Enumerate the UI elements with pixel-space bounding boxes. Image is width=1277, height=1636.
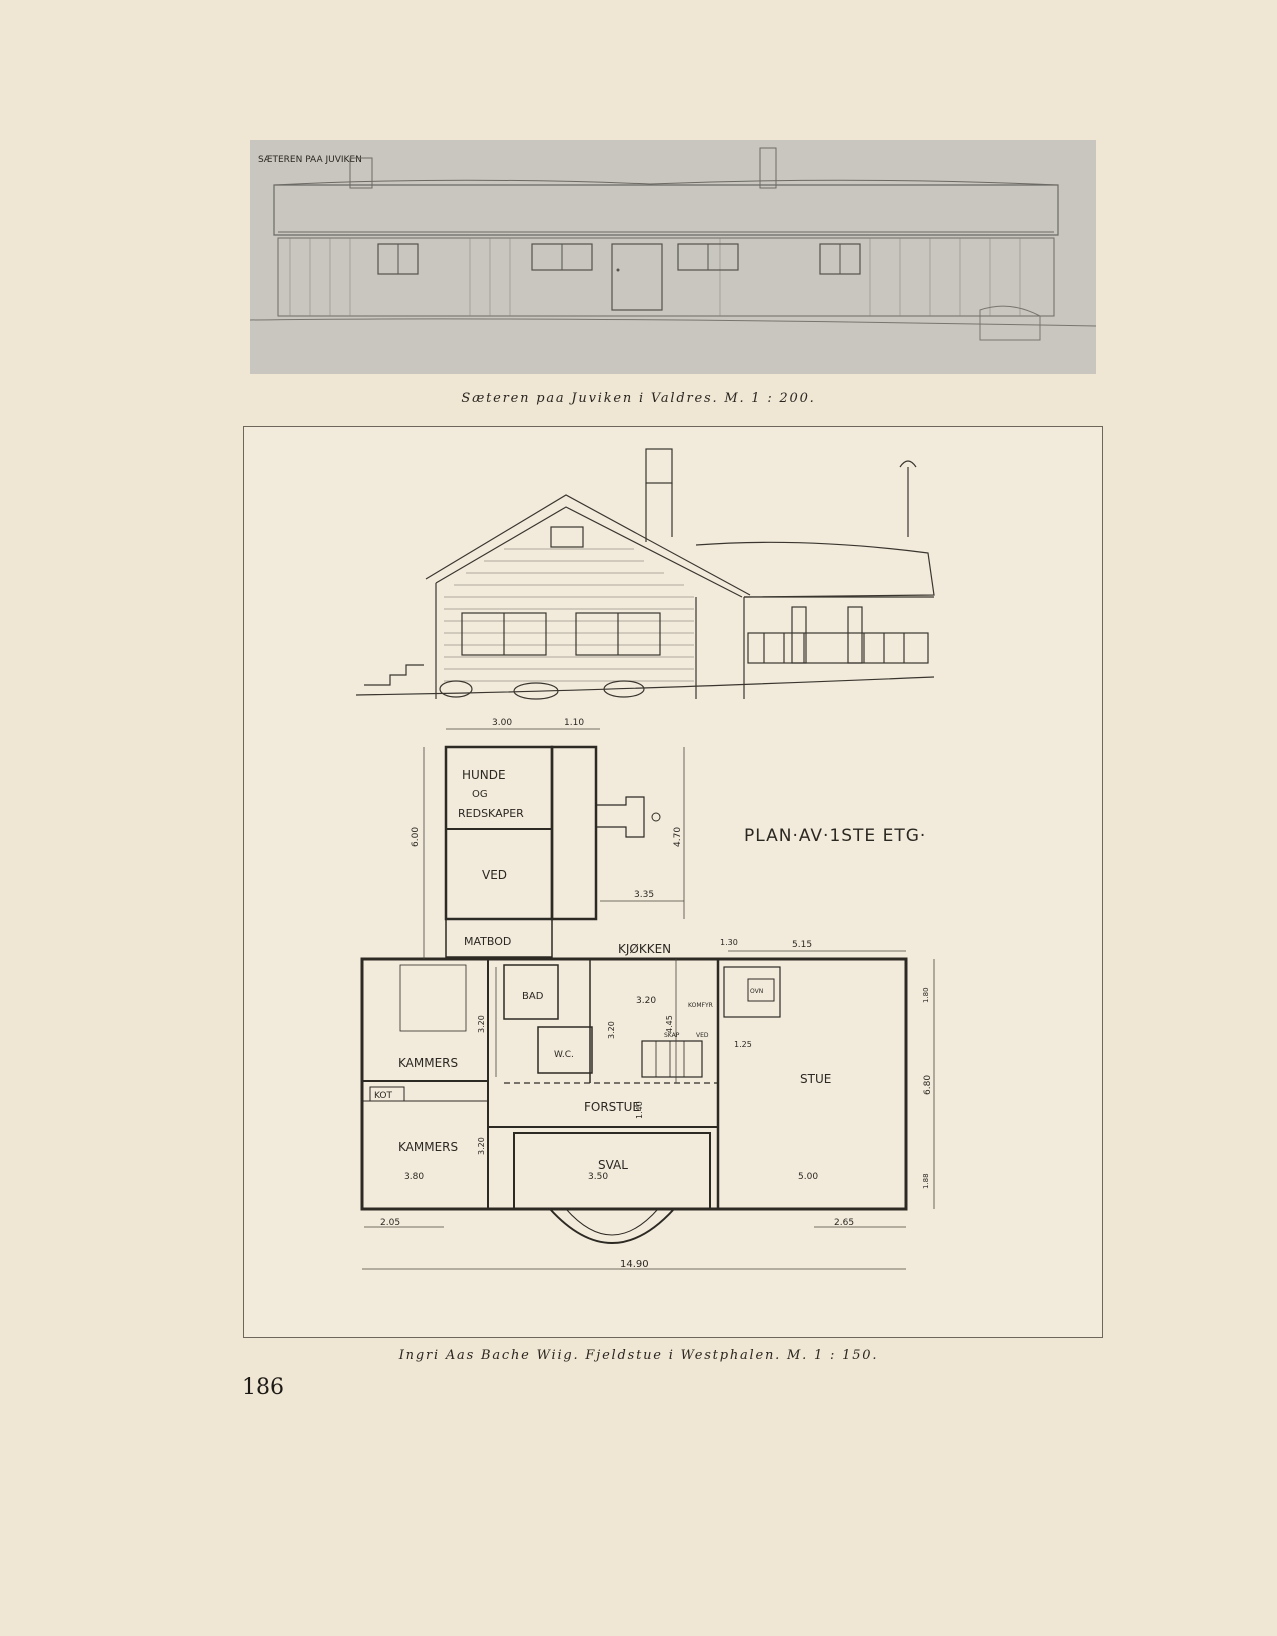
dim-1-88: 1.88 — [922, 1173, 930, 1189]
room-label-bad: BAD — [522, 991, 544, 1002]
dim-top-b: 1.10 — [564, 718, 584, 728]
dim-1-80: 1.80 — [922, 987, 930, 1003]
dim-1-30: 1.30 — [720, 938, 738, 947]
room-label-kot: KOT — [374, 1091, 392, 1101]
dim-4-45: 4.45 — [665, 1015, 674, 1033]
page-number: 186 — [242, 1375, 284, 1400]
dim-14-90: 14.90 — [620, 1259, 649, 1270]
room-label-kjokken: KJØKKEN — [618, 942, 671, 956]
room-label-wc: W.C. — [554, 1050, 574, 1060]
room-label-ovn: OVN — [750, 988, 763, 995]
room-label-og: OG — [472, 789, 488, 800]
room-label-komfyr: KOMFYR — [688, 1002, 713, 1009]
room-label-forstue: FORSTUE — [584, 1100, 640, 1114]
lower-figure-frame: PLAN·AV·1STE ETG· HUNDE OG REDSKAPER VED… — [243, 426, 1103, 1338]
room-label-skap: SKAP — [664, 1032, 680, 1039]
room-label-sval: SVAL — [598, 1158, 628, 1172]
room-label-kammers-upper: KAMMERS — [398, 1056, 458, 1070]
room-label-redskaper: REDSKAPER — [458, 807, 524, 820]
house-elevation — [355, 448, 935, 700]
dim-right-height: 4.70 — [673, 827, 683, 847]
room-label-kammers-lower: KAMMERS — [398, 1140, 458, 1154]
room-label-matbod: MATBOD — [464, 935, 511, 948]
upper-sketch-label: SÆTEREN PAA JUVIKEN — [258, 155, 362, 165]
dim-1-25: 1.25 — [734, 1040, 752, 1049]
elevation-and-floor-plan: PLAN·AV·1STE ETG· HUNDE OG REDSKAPER VED… — [355, 448, 935, 1270]
dim-mid-3-20: 3.20 — [607, 1021, 616, 1039]
dim-left-3-20-a: 3.20 — [477, 1015, 486, 1033]
upper-caption: Sæteren paa Juviken i Valdres. M. 1 : 20… — [461, 391, 816, 406]
room-label-ved-small: VED — [696, 1032, 709, 1039]
upper-sketch-drawing: SÆTEREN PAA JUVIKEN — [250, 140, 1096, 374]
plan-title: PLAN·AV·1STE ETG· — [744, 826, 926, 846]
dim-kitchen-3-20: 3.20 — [636, 996, 656, 1006]
dim-5-00: 5.00 — [798, 1172, 818, 1182]
dim-top-a: 3.00 — [492, 718, 512, 728]
dim-2-65: 2.65 — [834, 1218, 854, 1228]
dim-5-15: 5.15 — [792, 940, 812, 950]
dim-3-80: 3.80 — [404, 1172, 424, 1182]
dim-3-50: 3.50 — [588, 1172, 608, 1182]
room-label-stue: STUE — [800, 1072, 831, 1086]
lower-caption: Ingri Aas Bache Wiig. Fjeldstue i Westph… — [398, 1348, 879, 1363]
dim-left-height: 6.00 — [411, 827, 421, 847]
dim-6-80: 6.80 — [923, 1075, 933, 1095]
dim-2-05: 2.05 — [380, 1218, 400, 1228]
dim-1-40: 1.40 — [635, 1101, 644, 1119]
floor-plan — [360, 728, 935, 1270]
room-label-ved: VED — [482, 868, 507, 882]
dim-mid-width: 3.35 — [634, 890, 654, 900]
room-label-hunde: HUNDE — [462, 768, 506, 782]
upper-elevation-sketch: SÆTEREN PAA JUVIKEN — [250, 140, 1096, 374]
dim-left-3-20-b: 3.20 — [477, 1137, 486, 1155]
